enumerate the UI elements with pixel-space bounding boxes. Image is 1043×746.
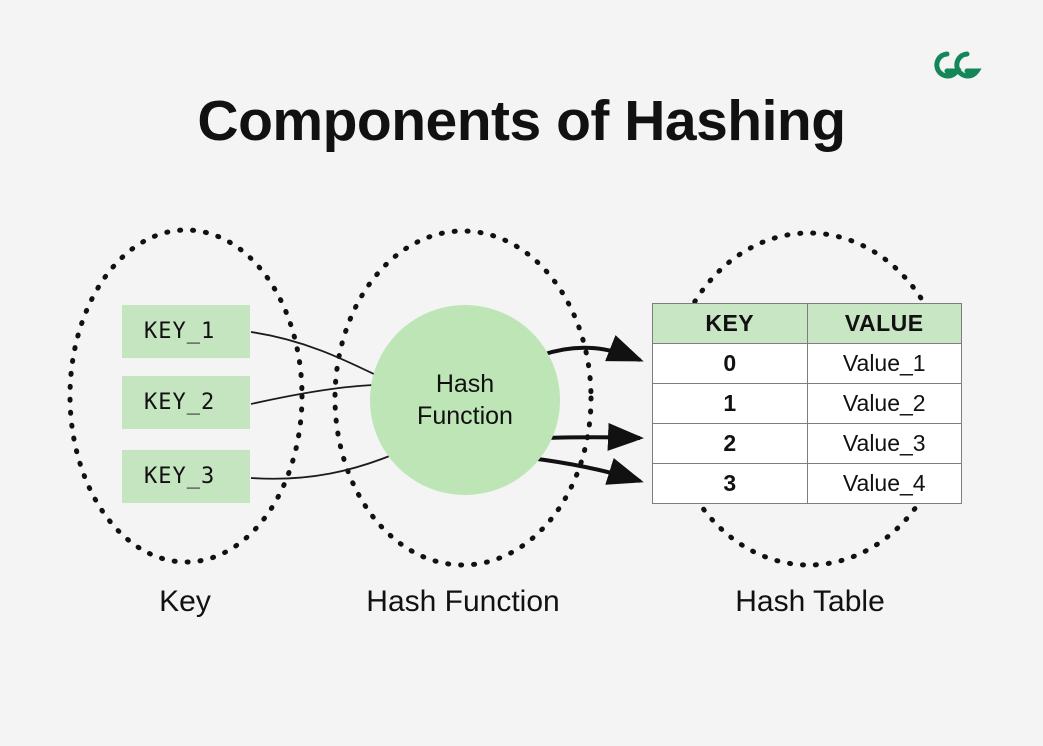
hash-table: KEY VALUE 0 Value_1 1 Value_2 2 Value_3 … xyxy=(652,303,962,504)
caption-hash-function: Hash Function xyxy=(366,585,560,618)
cell-key: 3 xyxy=(652,463,808,504)
connector-key2-to-hashfn xyxy=(250,384,376,405)
arrow-hashfn-to-row2 xyxy=(544,422,644,451)
key-box-3: KEY_3 xyxy=(122,450,250,503)
key-group-ellipse xyxy=(67,227,305,565)
cell-value: Value_1 xyxy=(806,343,962,384)
hash-function-group-ellipse xyxy=(332,228,594,568)
connector-key1-to-hashfn xyxy=(250,331,381,378)
hash-function-circle: Hash Function xyxy=(370,305,560,495)
table-row: 2 Value_3 xyxy=(652,423,962,464)
cell-value: Value_2 xyxy=(806,383,962,424)
cell-key: 1 xyxy=(652,383,808,424)
page-title: Components of Hashing xyxy=(197,89,846,153)
hash-function-line-2: Function xyxy=(417,402,513,430)
hash-function-line-1: Hash xyxy=(435,370,495,398)
cell-value: Value_4 xyxy=(806,463,962,504)
table-row: 3 Value_4 xyxy=(652,463,962,504)
column-header-value: VALUE xyxy=(806,303,962,344)
table-header-row: KEY VALUE xyxy=(652,303,962,344)
table-row: 1 Value_2 xyxy=(652,383,962,424)
table-row: 0 Value_1 xyxy=(652,343,962,384)
geeksforgeeks-logo xyxy=(934,51,982,79)
connector-key3-to-hashfn xyxy=(250,454,393,480)
column-header-key: KEY xyxy=(652,303,808,344)
key-box-2: KEY_2 xyxy=(122,376,250,429)
key-box-1: KEY_1 xyxy=(122,305,250,358)
cell-key: 2 xyxy=(652,423,808,464)
caption-key: Key xyxy=(159,585,211,618)
arrow-hashfn-to-row3 xyxy=(529,456,644,485)
cell-value: Value_3 xyxy=(806,423,962,464)
caption-hash-table: Hash Table xyxy=(735,585,885,618)
arrow-hashfn-to-row0 xyxy=(541,335,644,362)
cell-key: 0 xyxy=(652,343,808,384)
